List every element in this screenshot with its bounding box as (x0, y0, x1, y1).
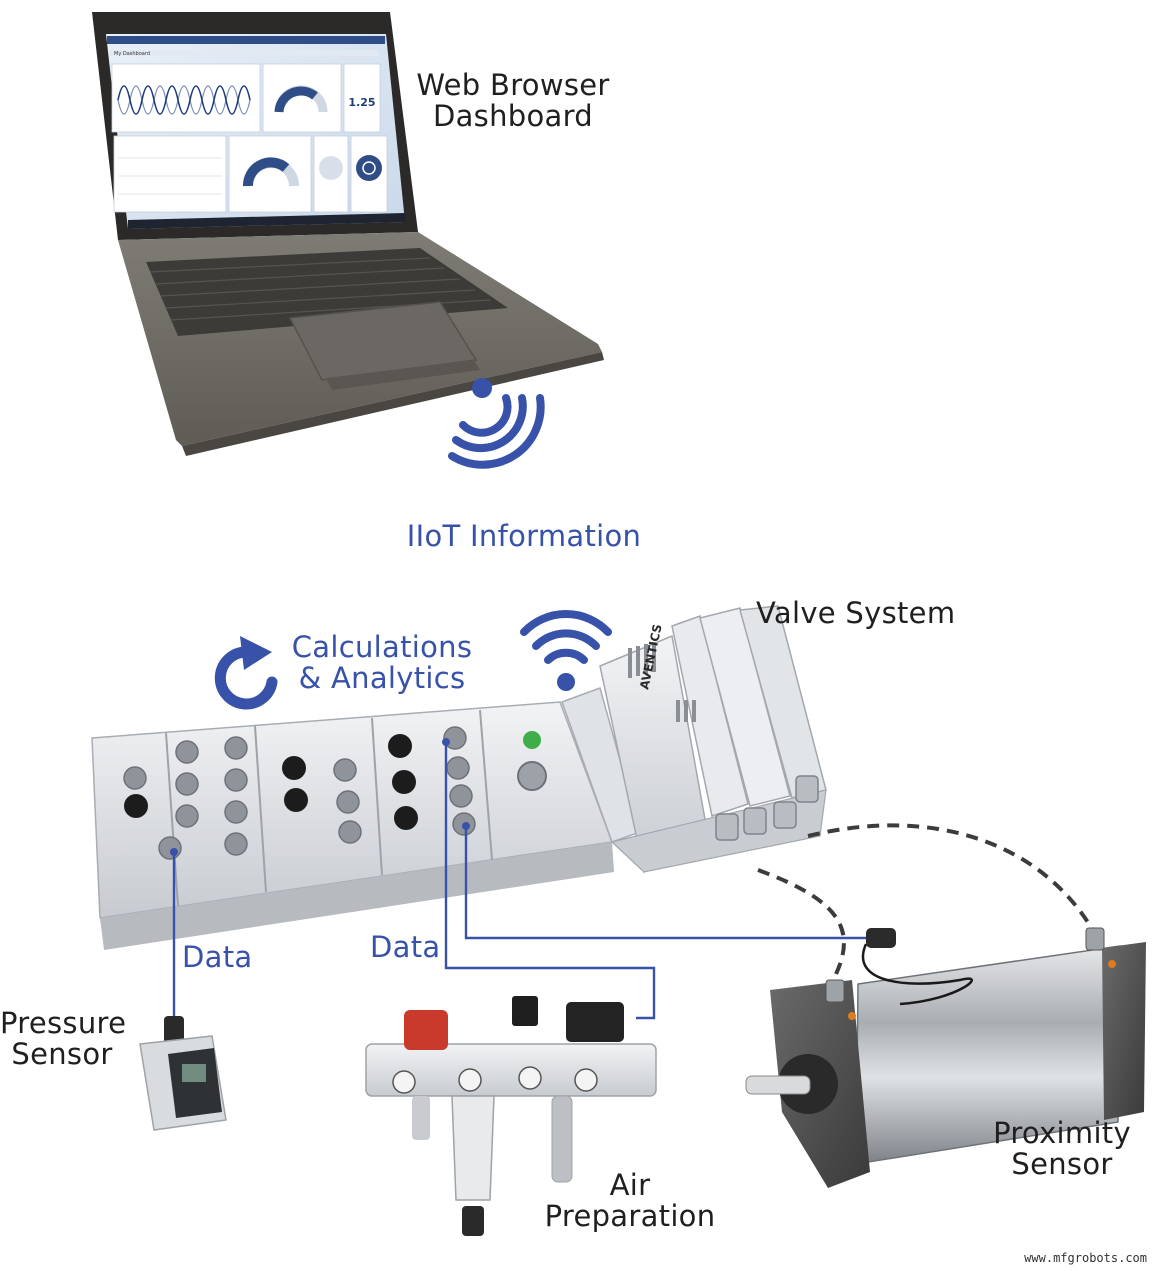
label-data-left: Data (182, 940, 253, 974)
data-line-proximity (464, 826, 868, 940)
air-preparation-unit (365, 996, 657, 1236)
solenoid-coil (566, 1002, 624, 1042)
refresh-arrow-icon (214, 636, 278, 710)
connector-dots (170, 738, 470, 856)
status-led-icon (523, 731, 541, 749)
wifi-icon (520, 610, 612, 691)
label-line: & Analytics (298, 661, 466, 695)
watermark-credit: www.mfgrobots.com (1024, 1251, 1147, 1265)
label-web-browser-dashboard: Web Browser Dashboard (398, 70, 628, 132)
valve-manifold: AVENTICS (561, 605, 827, 874)
laptop: My Dashboard 1.25 (92, 12, 604, 456)
proximity-sensors (825, 927, 1105, 1006)
trackpad (288, 301, 478, 381)
label-line: Calculations (291, 630, 473, 664)
pneumatic-cylinder (745, 927, 1146, 1188)
label-line: Air (609, 1168, 651, 1202)
filter-bowl (451, 1095, 495, 1201)
label-line: Sensor (1011, 1147, 1113, 1181)
label-line: Proximity (993, 1116, 1131, 1150)
label-valve-system: Valve System (756, 596, 956, 630)
pressure-sensor (139, 1016, 227, 1131)
label-iiot-information: IIoT Information (406, 519, 642, 553)
power-button-icon (356, 155, 382, 181)
label-proximity-sensor: Proximity Sensor (992, 1118, 1132, 1180)
label-data-mid: Data (370, 930, 441, 964)
label-pressure-sensor: Pressure Sensor (0, 1006, 127, 1071)
label-line: Preparation (544, 1199, 716, 1233)
label-line: Pressure (0, 1006, 127, 1040)
gauge-1 (274, 86, 318, 113)
label-air-preparation: Air Preparation (540, 1170, 720, 1232)
label-calculations-analytics: Calculations & Analytics (282, 632, 482, 694)
piston-rod (745, 1075, 811, 1095)
sine-chart (117, 85, 251, 115)
data-line-air-prep (444, 742, 656, 1020)
regulator-knob (512, 996, 538, 1026)
sensor-cables (757, 823, 1096, 983)
wifi-signal-icon (448, 378, 545, 469)
red-shutoff-valve (404, 1010, 448, 1050)
big-value: 1.25 (348, 96, 375, 109)
data-lines (172, 742, 868, 1030)
m12-connectors (123, 726, 547, 860)
label-line: Dashboard (432, 99, 594, 133)
label-line: Sensor (11, 1037, 113, 1071)
screen-title: My Dashboard (114, 51, 150, 57)
label-line: Web Browser (416, 68, 610, 102)
gauge-2 (243, 157, 290, 187)
laptop-screen: My Dashboard 1.25 (106, 34, 406, 229)
